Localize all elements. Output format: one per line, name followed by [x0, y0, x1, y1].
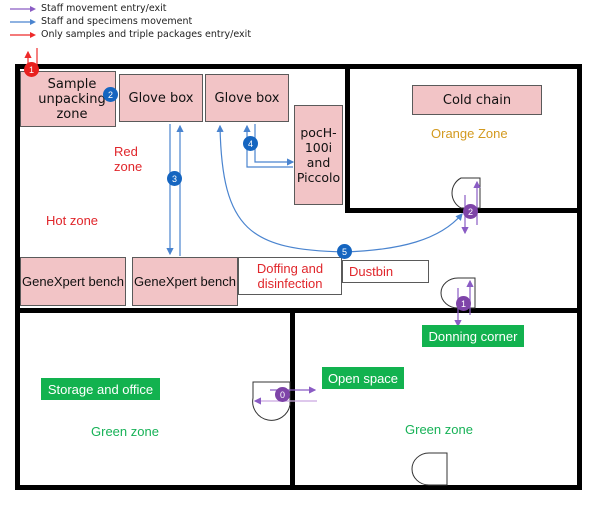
orange-zone-label: Orange Zone — [431, 126, 508, 141]
badge-blue-4: 4 — [243, 136, 258, 151]
badge-blue-2: 2 — [103, 87, 118, 102]
legend-item-staff-specimens: Staff and specimens movement — [10, 15, 251, 28]
red-arrow-icon — [10, 31, 36, 38]
door-bottom — [411, 452, 448, 486]
blue-arrow-5-to-glovebox — [216, 124, 346, 253]
donning-corner-tag: Donning corner — [422, 325, 524, 347]
red-zone-label: Red zone — [114, 144, 143, 174]
badge-purple-1: 1 — [456, 296, 471, 311]
open-space-tag: Open space — [322, 367, 404, 389]
glove-box-2: Glove box — [205, 74, 289, 122]
dustbin: Dustbin — [342, 260, 429, 283]
badge-purple-0: 0 — [275, 387, 290, 402]
legend: Staff movement entry/exit Staff and spec… — [10, 2, 251, 41]
hot-zone-label: Hot zone — [46, 213, 99, 228]
outer-wall — [15, 64, 582, 490]
badge-blue-3: 3 — [167, 171, 182, 186]
blue-arrow-5-to-orange — [344, 213, 463, 253]
green-zone-left-label: Green zone — [91, 424, 159, 439]
poch-piccolo: pocH-100i and Piccolo — [294, 105, 343, 205]
sample-unpacking-zone: Sample unpacking zone — [20, 71, 116, 127]
green-zone-right-label: Green zone — [405, 422, 473, 437]
genexpert-bench-2: GeneXpert bench — [132, 257, 238, 306]
cold-chain: Cold chain — [412, 85, 542, 115]
blue-arrow-icon — [10, 18, 36, 25]
legend-label: Staff and specimens movement — [41, 16, 193, 27]
badge-purple-2: 2 — [463, 204, 478, 219]
badge-blue-5: 5 — [337, 244, 352, 259]
blue-arrow-4-out — [254, 124, 295, 166]
legend-label: Staff movement entry/exit — [41, 3, 167, 14]
doffing-disinfection: Doffing and disinfection — [238, 257, 342, 295]
legend-item-staff-movement: Staff movement entry/exit — [10, 2, 251, 15]
glove-box-1: Glove box — [119, 74, 203, 122]
orange-zone-wall — [345, 66, 580, 213]
storage-office-tag: Storage and office — [41, 378, 160, 400]
legend-label: Only samples and triple packages entry/e… — [41, 29, 252, 40]
purple-arrow-icon — [10, 5, 36, 12]
door-orange — [451, 177, 481, 209]
genexpert-bench-1: GeneXpert bench — [20, 257, 126, 306]
badge-red-1: 1 — [24, 62, 39, 77]
legend-item-samples: Only samples and triple packages entry/e… — [10, 28, 251, 41]
